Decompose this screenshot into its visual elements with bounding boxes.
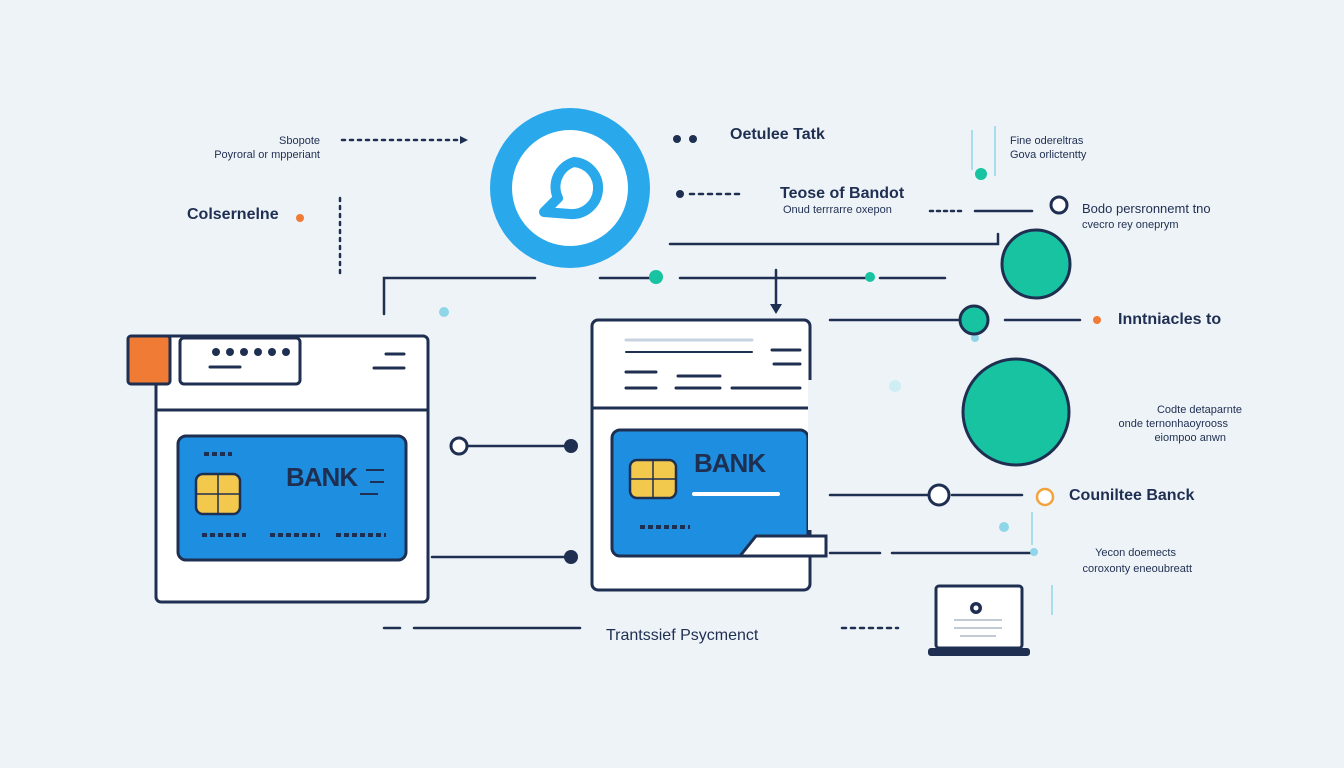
orange-node [1035, 487, 1055, 507]
solid-node [564, 550, 578, 564]
laptop-icon [928, 584, 1030, 656]
teal-node-small [958, 304, 990, 336]
label-top-center: Oetulee Tatk [730, 126, 825, 143]
solid-node [564, 439, 578, 453]
connector-dots [296, 135, 1101, 556]
label-right-1-line2: cvecro rey oneprym [1082, 219, 1179, 231]
left-card-brand: BANK [286, 462, 358, 492]
label-center-title: Teose of Bandot [780, 185, 905, 202]
right-terminal [590, 318, 828, 592]
label-center-sub: Onud terrrarre oxepon [783, 204, 892, 216]
chat-bubble-icon [539, 157, 603, 220]
left-bank-card [176, 434, 408, 562]
label-right-4: Couniltee Banck [1069, 487, 1195, 504]
orange-tab [126, 334, 172, 386]
center-logo [490, 108, 650, 268]
teal-node-large-top [1000, 228, 1072, 300]
open-nodes [449, 195, 1069, 507]
accent-ticks [971, 126, 1053, 615]
label-right-5-line1: Yecon doemects [1095, 547, 1176, 559]
left-terminal [126, 334, 430, 604]
label-top-right-line1: Fine odereltras [1010, 135, 1084, 147]
label-right-2: Inntniacles to [1118, 311, 1222, 328]
label-top-left-line1: Sbopote [279, 135, 320, 147]
label-right-1-line1: Bodo persronnemt tno [1082, 201, 1211, 216]
label-right-3-line3: eiompoo anwn [1154, 432, 1226, 444]
pin-dots [212, 348, 290, 356]
label-bottom-center: Trantssief Psycmenct [606, 627, 759, 644]
connector-lines [338, 136, 1082, 630]
right-card-brand: BANK [694, 448, 766, 478]
teal-node-large [961, 357, 1071, 467]
label-right-5-line2: coroxonty eneoubreatt [1082, 563, 1192, 575]
label-right-3-line2: onde ternonhaoyrooss [1118, 418, 1228, 430]
pin-display [178, 336, 302, 386]
label-top-left-line2: Poyroral or mpperiant [214, 149, 320, 161]
label-left-mid: Colsernelne [187, 206, 279, 223]
label-right-3-line1: Codte detaparnte [1156, 404, 1242, 416]
label-top-right-line2: Gova orlictentty [1010, 149, 1087, 161]
